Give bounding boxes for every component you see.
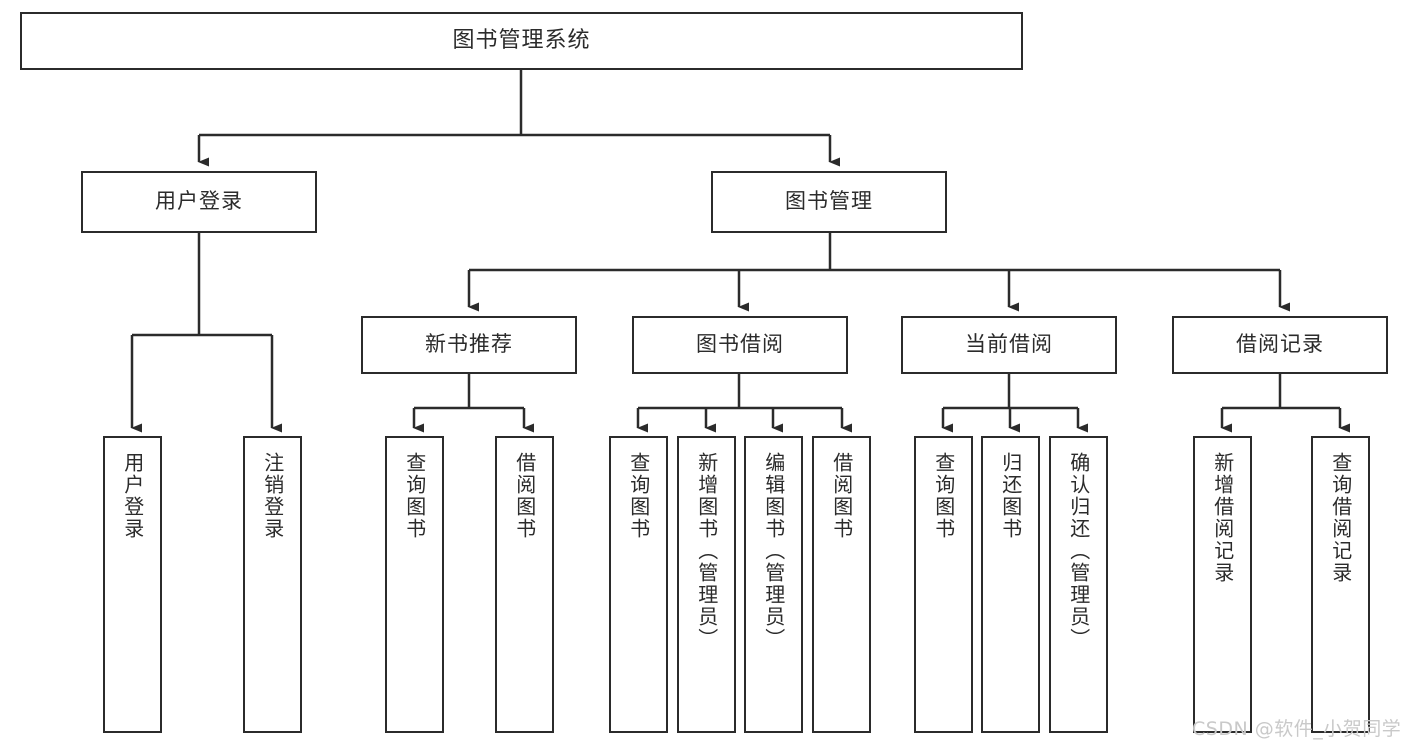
node-label: 新书推荐: [425, 332, 513, 357]
node-user-login[interactable]: 用户登录: [81, 171, 317, 233]
leaf-book-borrow-query[interactable]: 查询图书: [609, 436, 668, 733]
leaf-book-borrow-borrow[interactable]: 借阅图书: [812, 436, 871, 733]
node-label: 借阅图书: [829, 452, 854, 540]
leaf-current-borrow-confirm-return[interactable]: 确认归还（管理员）: [1049, 436, 1108, 733]
node-borrow-record[interactable]: 借阅记录: [1172, 316, 1388, 374]
node-book-management[interactable]: 图书管理: [711, 171, 947, 233]
leaf-user-login-signout[interactable]: 注销登录: [243, 436, 302, 733]
node-label: 查询图书: [626, 452, 651, 540]
node-label: 查询图书: [402, 452, 427, 540]
node-label: 查询图书: [931, 452, 956, 540]
node-label: 新增图书（管理员）: [694, 452, 719, 650]
node-label: 图书管理系统: [452, 27, 591, 53]
node-label: 借阅图书: [512, 452, 537, 540]
node-label: 当前借阅: [965, 332, 1053, 357]
leaf-borrow-record-add[interactable]: 新增借阅记录: [1193, 436, 1252, 733]
node-label: 图书借阅: [696, 332, 784, 357]
node-label: 确认归还（管理员）: [1066, 452, 1091, 650]
leaf-current-borrow-return[interactable]: 归还图书: [981, 436, 1040, 733]
leaf-book-borrow-edit[interactable]: 编辑图书（管理员）: [744, 436, 803, 733]
leaf-new-book-borrow[interactable]: 借阅图书: [495, 436, 554, 733]
node-label: 新增借阅记录: [1210, 452, 1235, 584]
node-label: 图书管理: [785, 189, 873, 214]
leaf-borrow-record-query[interactable]: 查询借阅记录: [1311, 436, 1370, 733]
leaf-book-borrow-add[interactable]: 新增图书（管理员）: [677, 436, 736, 733]
node-root-system[interactable]: 图书管理系统: [20, 12, 1023, 70]
node-book-borrow[interactable]: 图书借阅: [632, 316, 848, 374]
node-label: 用户登录: [120, 452, 145, 540]
leaf-current-borrow-query[interactable]: 查询图书: [914, 436, 973, 733]
node-label: 用户登录: [155, 189, 243, 214]
node-label: 查询借阅记录: [1328, 452, 1353, 584]
node-current-borrow[interactable]: 当前借阅: [901, 316, 1117, 374]
node-label: 借阅记录: [1236, 332, 1324, 357]
node-label: 注销登录: [260, 452, 285, 540]
csdn-watermark: CSDN @软件_小贺同学: [1192, 718, 1402, 740]
node-label: 归还图书: [998, 452, 1023, 540]
leaf-user-login-signin[interactable]: 用户登录: [103, 436, 162, 733]
node-new-book-recommend[interactable]: 新书推荐: [361, 316, 577, 374]
leaf-new-book-query[interactable]: 查询图书: [385, 436, 444, 733]
node-label: 编辑图书（管理员）: [761, 452, 786, 650]
